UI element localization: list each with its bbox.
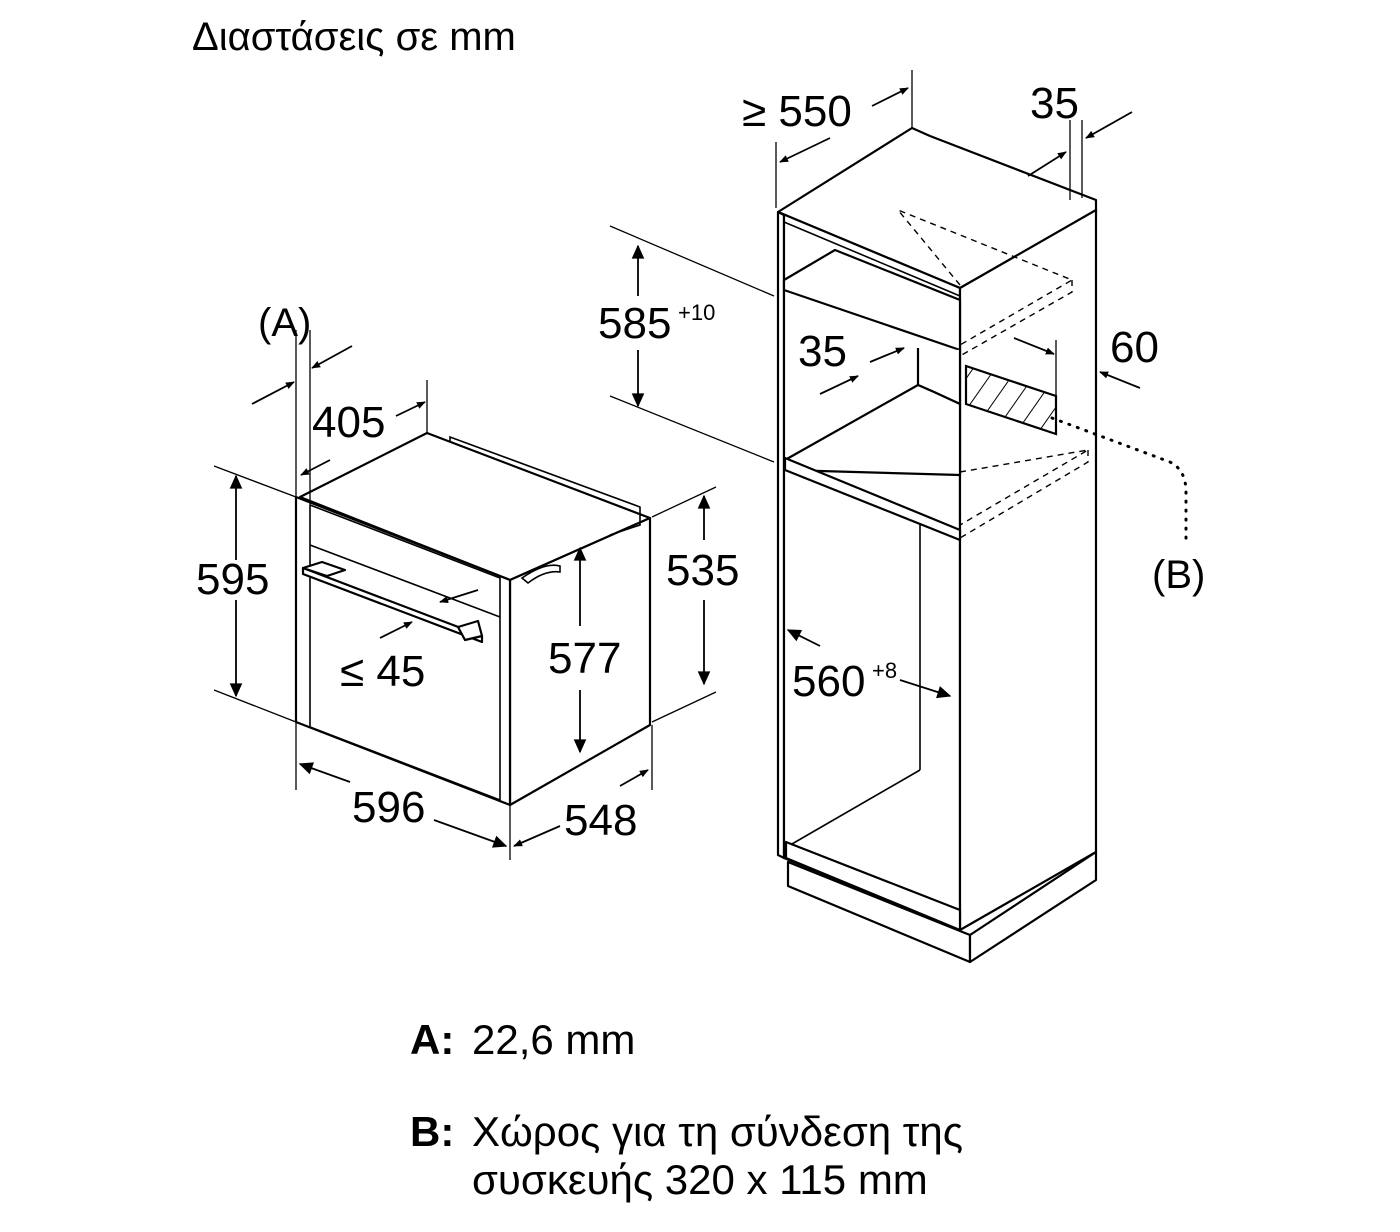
- legend-b-line1: Χώρος για τη σύνδεση της: [472, 1108, 963, 1155]
- door-handle: [301, 560, 484, 644]
- cabinet-depth-60-label: 60: [1110, 323, 1159, 372]
- callout-b-label: (B): [1152, 553, 1205, 597]
- cabinet-dimensions: ≥ 550 35 585 +10 35 60 (B) 560 +8: [598, 70, 1205, 706]
- oven-depth-405-label: 405: [312, 398, 385, 447]
- legend-a-text: 22,6 mm: [472, 1016, 635, 1063]
- cabinet-niche-width-tolerance: +8: [872, 658, 897, 683]
- diagram-title: Διαστάσεις σε mm: [192, 15, 516, 59]
- callout-a-label: (A): [258, 301, 311, 345]
- handle-depth-45-label: ≤ 45: [340, 647, 425, 696]
- cabinet-gap-35-top-label: 35: [1030, 79, 1079, 128]
- connection-space-hatch: [964, 364, 1058, 436]
- legend: A: 22,6 mm B: Χώρος για τη σύνδεση της σ…: [410, 1016, 963, 1203]
- cabinet-niche-height-tolerance: +10: [678, 300, 715, 325]
- oven-height-595-label: 595: [196, 555, 269, 604]
- cabinet-niche-width-560-label: 560: [792, 657, 865, 706]
- cabinet-niche-height-585-label: 585: [598, 299, 671, 348]
- oven-dimensions: (A) 405 595 ≤ 45 577 535 596: [196, 301, 739, 860]
- oven-body-height-535-label: 535: [666, 546, 739, 595]
- oven-inner-height-577-label: 577: [548, 634, 621, 683]
- oven-depth-548-label: 548: [564, 796, 637, 845]
- cabinet-drawing: [776, 126, 1188, 964]
- oven-drawing: [294, 431, 652, 807]
- legend-a-key: A:: [410, 1016, 454, 1063]
- cabinet-depth-550-label: ≥ 550: [742, 87, 852, 136]
- cabinet-vent-35-label: 35: [798, 327, 847, 376]
- legend-b-key: B:: [410, 1108, 454, 1155]
- legend-b-line2: συσκευής 320 x 115 mm: [472, 1156, 928, 1203]
- oven-width-596-label: 596: [352, 783, 425, 832]
